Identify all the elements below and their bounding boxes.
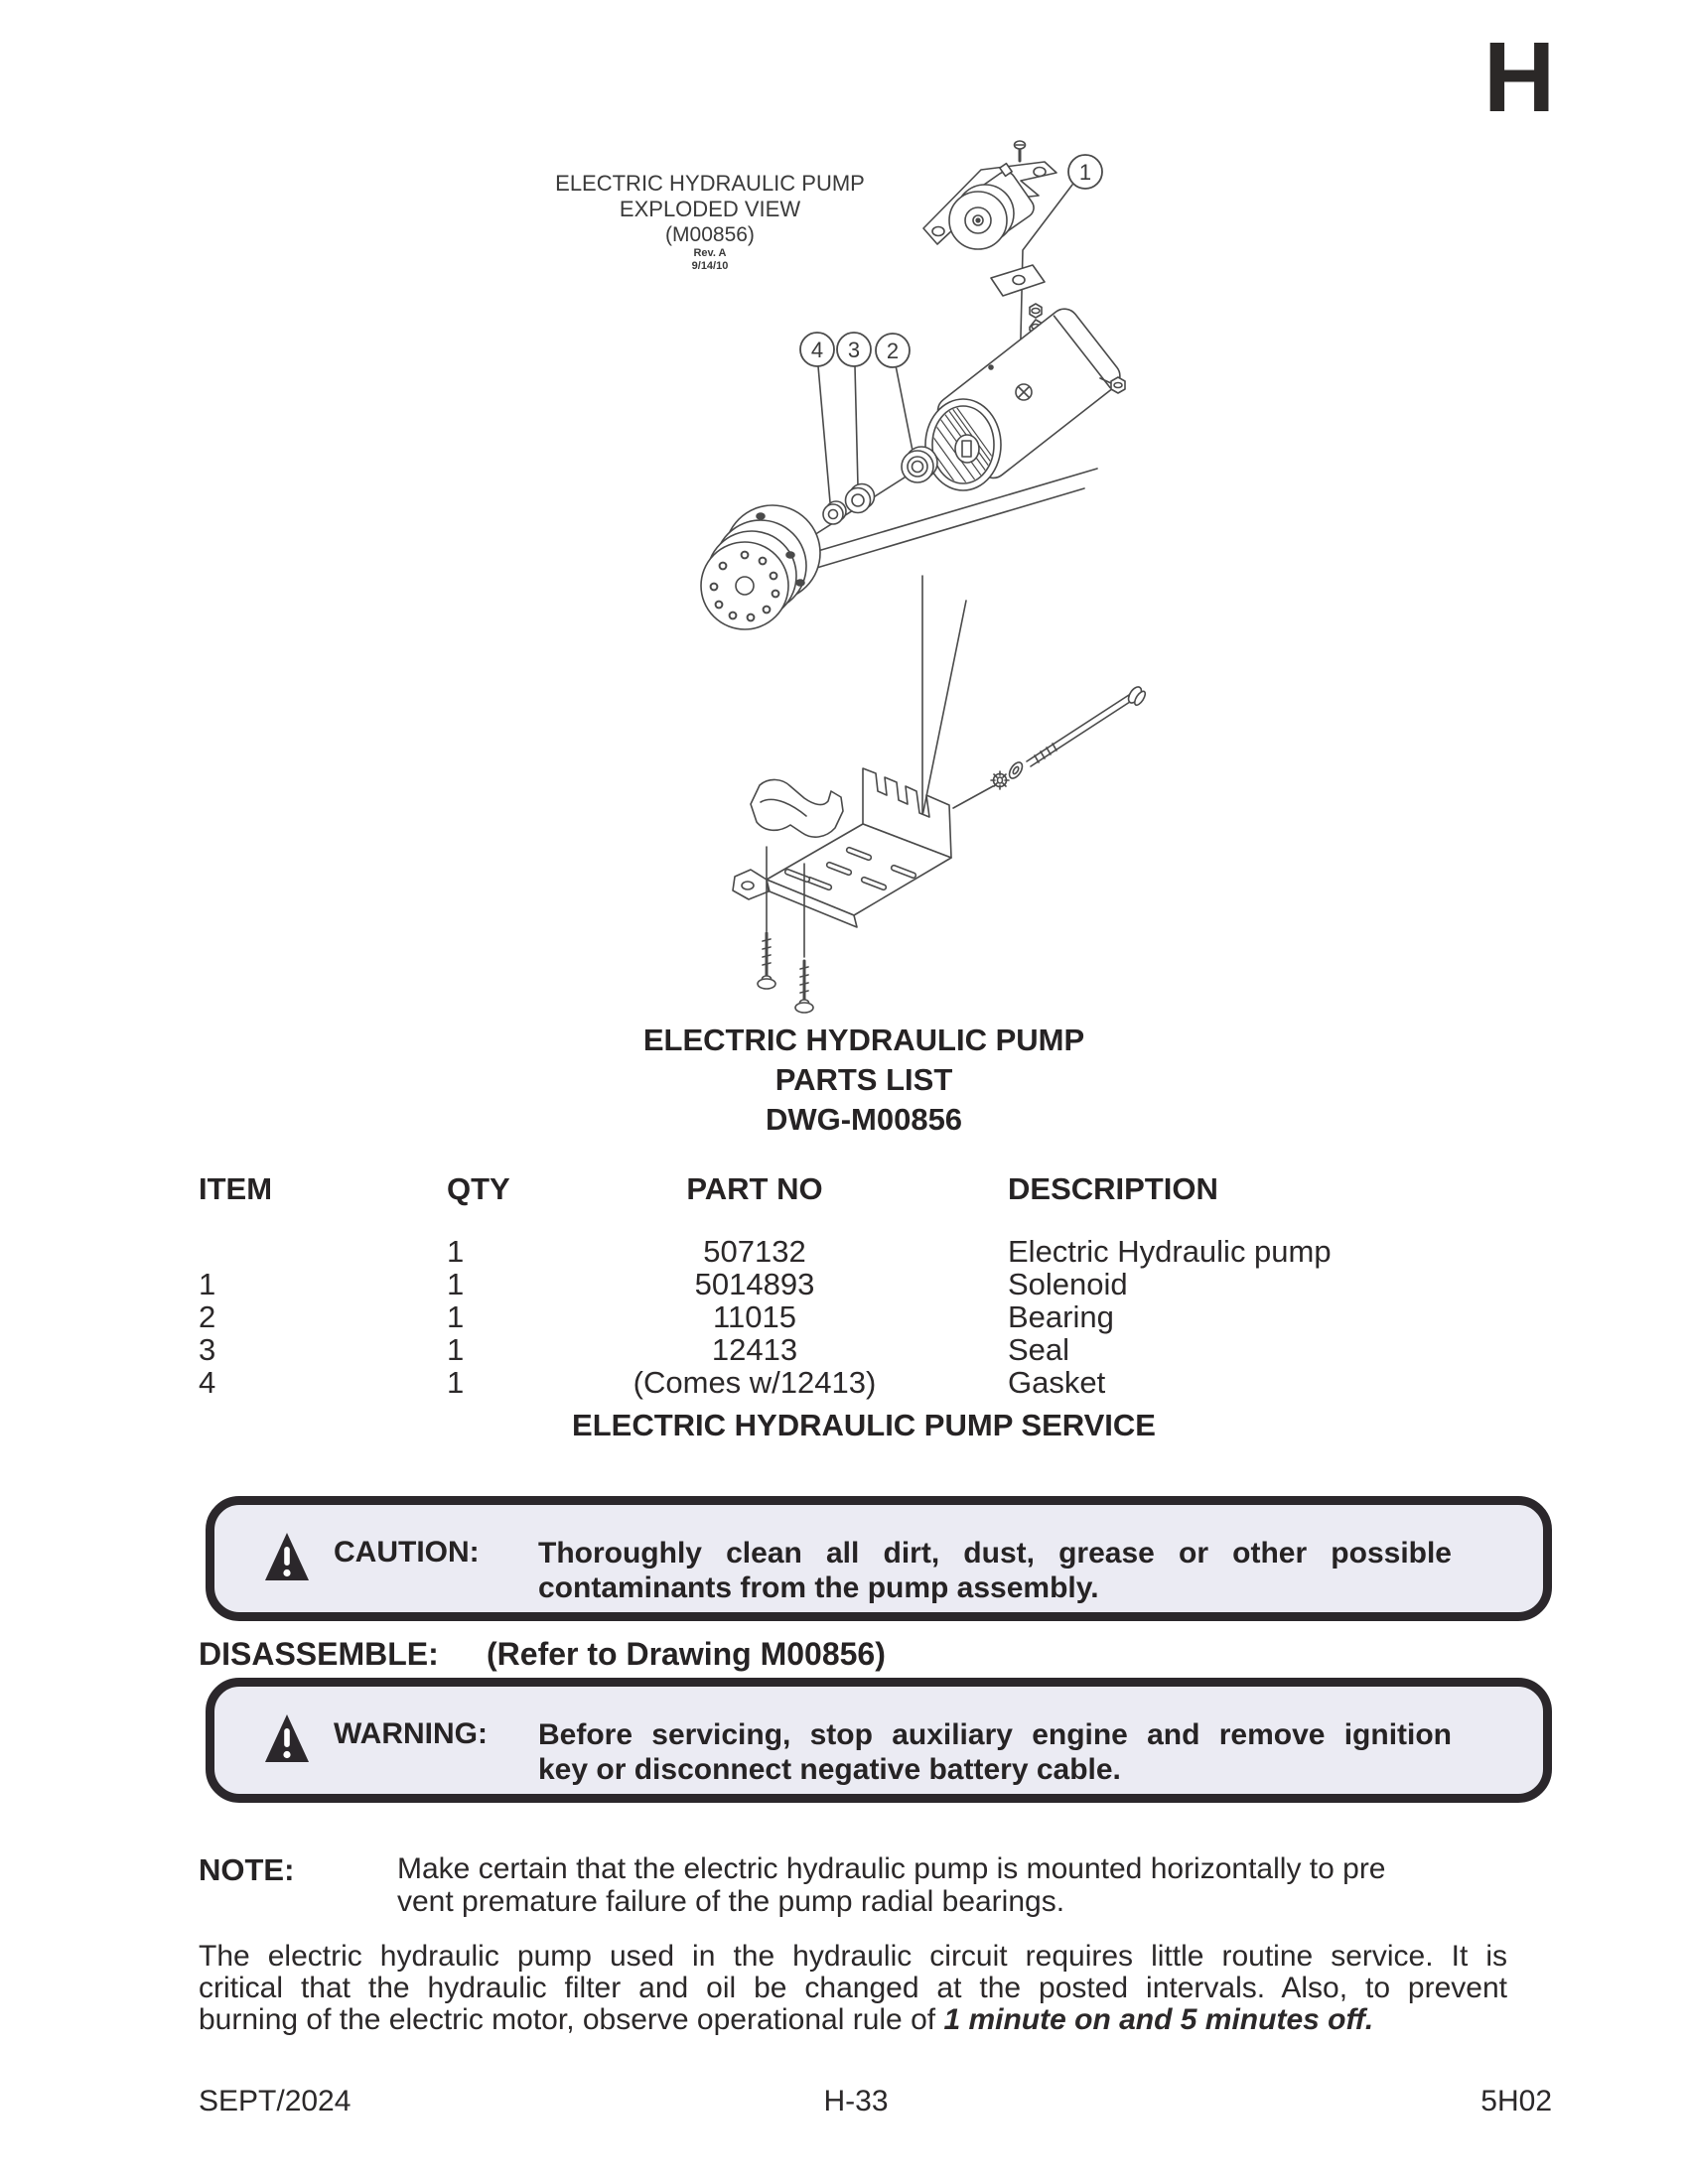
warning-label: WARNING: bbox=[334, 1717, 488, 1750]
header-part-no: PART NO bbox=[686, 1171, 823, 1206]
cell-qty: 1 bbox=[447, 1267, 465, 1301]
cell-description: Electric Hydraulic pump bbox=[1008, 1234, 1332, 1269]
seal-drawing bbox=[844, 482, 876, 514]
parts-list-title: ELECTRIC HYDRAULIC PUMP PARTS LIST DWG-M… bbox=[199, 1021, 1529, 1140]
header-item: ITEM bbox=[199, 1171, 273, 1206]
cell-item: 2 bbox=[199, 1299, 216, 1334]
pump-body-drawing bbox=[700, 504, 821, 630]
motor-drawing bbox=[924, 308, 1126, 491]
cell-description: Gasket bbox=[1008, 1365, 1106, 1400]
solenoid-drawing bbox=[948, 162, 1046, 297]
warning-box: WARNING: Before servicing, stop auxiliar… bbox=[206, 1678, 1552, 1803]
bracket-screws-drawing bbox=[757, 931, 814, 1014]
exploded-view-diagram: 1 2 3 4 bbox=[700, 140, 1147, 1014]
cell-qty: 1 bbox=[447, 1234, 465, 1269]
disassemble-label: DISASSEMBLE: bbox=[199, 1636, 439, 1672]
body-line1: The electric hydraulic pump used in the … bbox=[199, 1940, 1507, 1973]
alignment-lines bbox=[766, 447, 1098, 822]
footer-page-number: H-33 bbox=[823, 2085, 889, 2117]
parts-title-line3: DWG-M00856 bbox=[765, 1102, 963, 1137]
parts-title-line2: PARTS LIST bbox=[774, 1062, 953, 1097]
cell-item: 3 bbox=[199, 1332, 216, 1367]
parts-title-line1: ELECTRIC HYDRAULIC PUMP bbox=[642, 1023, 1085, 1057]
diagram-revision: Rev. A bbox=[693, 247, 727, 259]
cell-qty: 1 bbox=[447, 1299, 465, 1334]
mounting-bracket-drawing bbox=[732, 767, 952, 928]
bearing-drawing bbox=[901, 446, 938, 483]
cell-description: Seal bbox=[1008, 1332, 1070, 1367]
warning-text: Before servicing, stop auxiliary engine … bbox=[538, 1717, 1452, 1787]
section-letter: H bbox=[1483, 22, 1556, 133]
callout-4: 4 bbox=[811, 338, 823, 362]
caution-label: CAUTION: bbox=[334, 1536, 480, 1569]
callout-1: 1 bbox=[1079, 160, 1091, 185]
note-line2: vent premature failure of the pump radia… bbox=[397, 1885, 1065, 1918]
note-line1: Make certain that the electric hydraulic… bbox=[397, 1852, 1386, 1885]
callout-balloons: 1 2 3 4 bbox=[799, 154, 1103, 368]
cell-part-no: 12413 bbox=[711, 1332, 798, 1367]
body-line3: burning of the electric motor, observe o… bbox=[199, 2004, 1507, 2036]
mounting-bolt-drawing bbox=[952, 686, 1147, 809]
service-heading: ELECTRIC HYDRAULIC PUMP SERVICE bbox=[572, 1408, 1156, 1442]
warning-triangle-icon bbox=[265, 1714, 309, 1762]
disassemble-text: (Refer to Drawing M00856) bbox=[487, 1636, 886, 1672]
diagram-drawing-number: (M00856) bbox=[665, 223, 755, 246]
cell-description: Bearing bbox=[1008, 1299, 1114, 1334]
cell-part-no: 5014893 bbox=[694, 1267, 815, 1301]
saddle-clamp-drawing bbox=[750, 778, 844, 958]
table-row: 1 507132 Electric Hydraulic pump bbox=[199, 1234, 1549, 1270]
cell-item: 1 bbox=[199, 1267, 216, 1301]
screw-drawing bbox=[1013, 140, 1027, 163]
parts-table-header: ITEM QTY PART NO DESCRIPTION bbox=[199, 1171, 1549, 1207]
cell-qty: 1 bbox=[447, 1332, 465, 1367]
footer-document-code: 5H02 bbox=[1480, 2085, 1552, 2117]
body-paragraph: The electric hydraulic pump used in the … bbox=[199, 1941, 1507, 2036]
diagram-revision-date: 9/14/10 bbox=[691, 260, 729, 272]
cell-item: 4 bbox=[199, 1365, 216, 1400]
note-text: Make certain that the electric hydraulic… bbox=[397, 1852, 1509, 1918]
gasket-drawing bbox=[822, 500, 847, 525]
table-row: 3 1 12413 Seal bbox=[199, 1332, 1549, 1368]
diagram-title-line2: EXPLODED VIEW bbox=[619, 197, 801, 221]
table-row: 1 1 5014893 Solenoid bbox=[199, 1267, 1549, 1302]
diagram-title-line1: ELECTRIC HYDRAULIC PUMP bbox=[555, 171, 865, 196]
star-washer bbox=[990, 770, 1010, 790]
cell-part-no: 507132 bbox=[703, 1234, 806, 1269]
caution-box: CAUTION: Thoroughly clean all dirt, dust… bbox=[206, 1496, 1552, 1621]
callout-2: 2 bbox=[887, 339, 899, 363]
warning-triangle-icon bbox=[265, 1533, 309, 1580]
table-row: 2 1 11015 Bearing bbox=[199, 1299, 1549, 1335]
warning-line1: Before servicing, stop auxiliary engine … bbox=[538, 1718, 1452, 1751]
header-qty: QTY bbox=[447, 1171, 510, 1206]
warning-line2: key or disconnect negative battery cable… bbox=[538, 1753, 1121, 1786]
cell-qty: 1 bbox=[447, 1365, 465, 1400]
footer-date: SEPT/2024 bbox=[199, 2085, 352, 2117]
caution-line1: Thoroughly clean all dirt, dust, grease … bbox=[538, 1537, 1452, 1570]
body-line2: critical that the hydraulic filter and o… bbox=[199, 1972, 1507, 2004]
body-line3-regular: burning of the electric motor, observe o… bbox=[199, 2003, 944, 2036]
caution-text: Thoroughly clean all dirt, dust, grease … bbox=[538, 1536, 1452, 1605]
body-line3-emphasis: 1 minute on and 5 minutes off. bbox=[943, 2003, 1374, 2036]
header-description: DESCRIPTION bbox=[1008, 1171, 1218, 1206]
table-row: 4 1 (Comes w/12413) Gasket bbox=[199, 1365, 1549, 1401]
diagram-label: ELECTRIC HYDRAULIC PUMP EXPLODED VIEW (M… bbox=[511, 171, 909, 273]
callout-3: 3 bbox=[848, 338, 860, 362]
cell-description: Solenoid bbox=[1008, 1267, 1128, 1301]
cell-part-no: (Comes w/12413) bbox=[633, 1365, 877, 1400]
note-label: NOTE: bbox=[199, 1852, 295, 1887]
caution-line2: contaminants from the pump assembly. bbox=[538, 1571, 1099, 1604]
cell-part-no: 11015 bbox=[713, 1299, 796, 1334]
